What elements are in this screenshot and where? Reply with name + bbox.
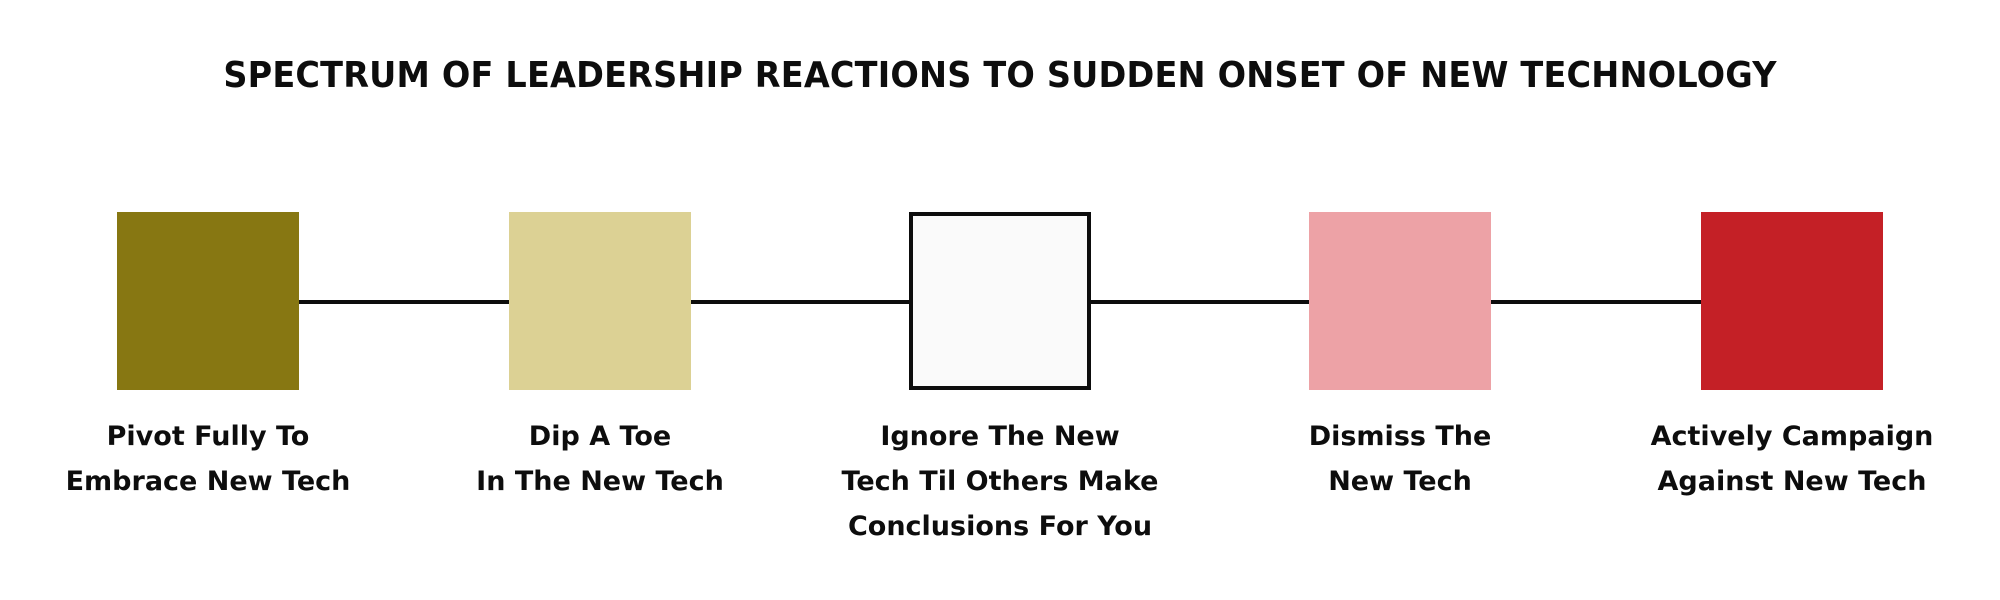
- spectrum-label-3: Ignore The New Tech Til Others Make Conc…: [841, 421, 1159, 542]
- spectrum-node-2[interactable]: [509, 212, 691, 390]
- spectrum-node-4[interactable]: [1309, 212, 1491, 390]
- spectrum-label-2: Dip A Toe In The New Tech: [476, 421, 724, 497]
- spectrum-label-5: Actively Campaign Against New Tech: [1650, 421, 1934, 497]
- spectrum-node-5[interactable]: [1701, 212, 1883, 390]
- spectrum-labels: Pivot Fully To Embrace New Tech Dip A To…: [0, 414, 2000, 564]
- spectrum-label-4: Dismiss The New Tech: [1308, 421, 1492, 497]
- page-title: SPECTRUM OF LEADERSHIP REACTIONS TO SUDD…: [223, 55, 1777, 96]
- spectrum-node-3[interactable]: [909, 212, 1091, 390]
- spectrum-node-1[interactable]: [117, 212, 299, 390]
- spectrum-row: [0, 212, 2000, 392]
- spectrum-label-1: Pivot Fully To Embrace New Tech: [65, 421, 351, 497]
